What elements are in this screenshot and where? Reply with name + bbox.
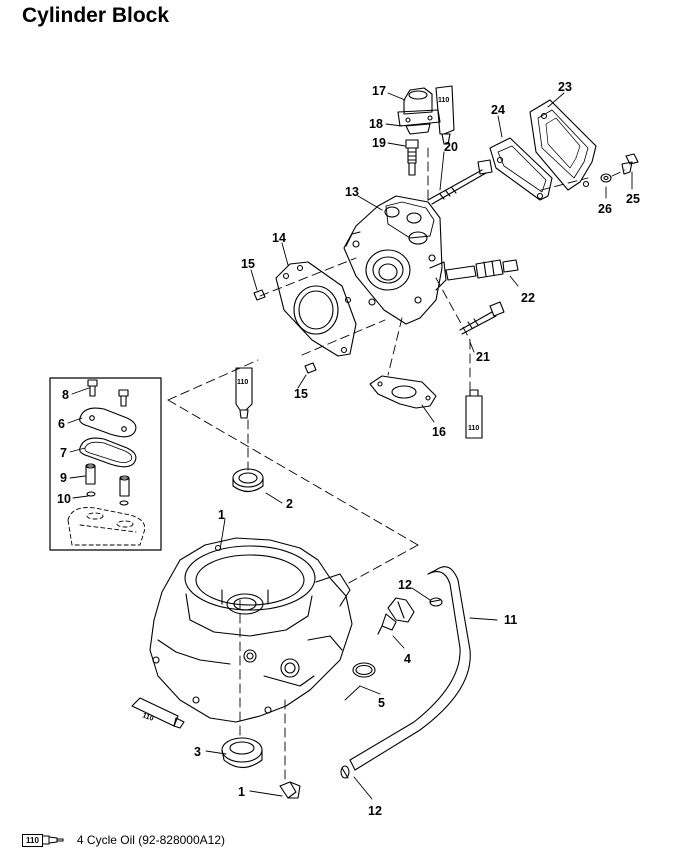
callout-11: 11 (504, 613, 517, 627)
callout-19: 19 (372, 136, 386, 150)
callout-25: 25 (626, 192, 640, 206)
callout-15: 15 (294, 387, 308, 401)
callout-3: 3 (194, 745, 201, 759)
oil-filler-cap-4 (377, 597, 415, 635)
callout-13: 13 (345, 185, 359, 199)
callout-21: 21 (476, 350, 490, 364)
callout-1: 1 (218, 508, 225, 522)
leader-lines (67, 92, 633, 800)
badge-label: 110 (22, 833, 43, 847)
o-ring-5 (352, 662, 376, 678)
inset-gasket-7 (79, 437, 137, 468)
oil-tube-icon (435, 85, 455, 145)
callout-15: 15 (241, 257, 255, 271)
callout-16: 16 (432, 425, 446, 439)
callout-17: 17 (372, 84, 386, 98)
elbow-fitting-1 (279, 781, 301, 799)
bolt-21 (459, 301, 505, 335)
callout-20: 20 (444, 140, 458, 154)
callout-5: 5 (378, 696, 385, 710)
callout-2: 2 (286, 497, 293, 511)
callout-24: 24 (491, 103, 505, 117)
tube-label: 110 (438, 97, 449, 104)
legend-text: 4 Cycle Oil (92-828000A12) (76, 833, 225, 847)
hose-11 (349, 566, 471, 771)
bearing-3 (221, 737, 263, 769)
assembly-dashed-lines (167, 147, 626, 783)
inset-screw-8 (87, 379, 129, 407)
page-title: Cylinder Block (22, 4, 170, 27)
callout-7: 7 (60, 446, 67, 460)
cylinder-block-1 (149, 537, 353, 723)
long-bolt-20 (427, 159, 493, 205)
spark-plug-22 (445, 259, 519, 281)
legend: 110 4 Cycle Oil (92-828000A12) (22, 830, 225, 850)
callout-8: 8 (62, 388, 69, 402)
inset-cover-6 (79, 407, 137, 438)
seal-2 (232, 468, 264, 493)
thermostat-housing-17 (397, 87, 441, 135)
cylinder-cover-23 (529, 99, 597, 191)
inset-dowel-9 (85, 463, 130, 497)
callout-18: 18 (369, 117, 383, 131)
inset-block-detail (67, 507, 146, 546)
callout-4: 4 (404, 652, 411, 666)
callout-9: 9 (60, 471, 67, 485)
cover-gasket-24 (489, 137, 553, 201)
callout-12: 12 (368, 804, 382, 818)
tube-label: 110 (468, 425, 479, 432)
callout-26: 26 (598, 202, 612, 216)
callout-23: 23 (558, 80, 572, 94)
inset-washer-10 (86, 491, 129, 506)
oil-tube-icon (131, 697, 185, 729)
callout-22: 22 (521, 291, 535, 305)
dowel-pin-15b (304, 362, 317, 374)
oil-tube-icon (235, 367, 253, 419)
hose-clip-12b (340, 765, 350, 779)
tube-label: 110 (237, 379, 248, 386)
cylinder-head-13 (343, 195, 447, 325)
callout-12: 12 (398, 578, 412, 592)
oil-tube-badge: 110 (22, 833, 67, 847)
hose-clip-12a (429, 597, 443, 607)
callout-6: 6 (58, 417, 65, 431)
dowel-pin-15a (253, 289, 266, 301)
callout-14: 14 (272, 231, 286, 245)
callout-10: 10 (57, 492, 71, 506)
callout-1: 1 (238, 785, 245, 799)
head-gasket-14 (275, 261, 357, 357)
gasket-16 (369, 375, 437, 409)
oil-tube-icon (465, 389, 483, 439)
washer-26 (600, 173, 612, 183)
inset-box (49, 377, 162, 551)
tube-label: 110 (141, 712, 154, 722)
bolt-25 (621, 153, 639, 175)
tube-nozzle-icon (42, 835, 64, 845)
thermostat-19 (405, 139, 419, 176)
